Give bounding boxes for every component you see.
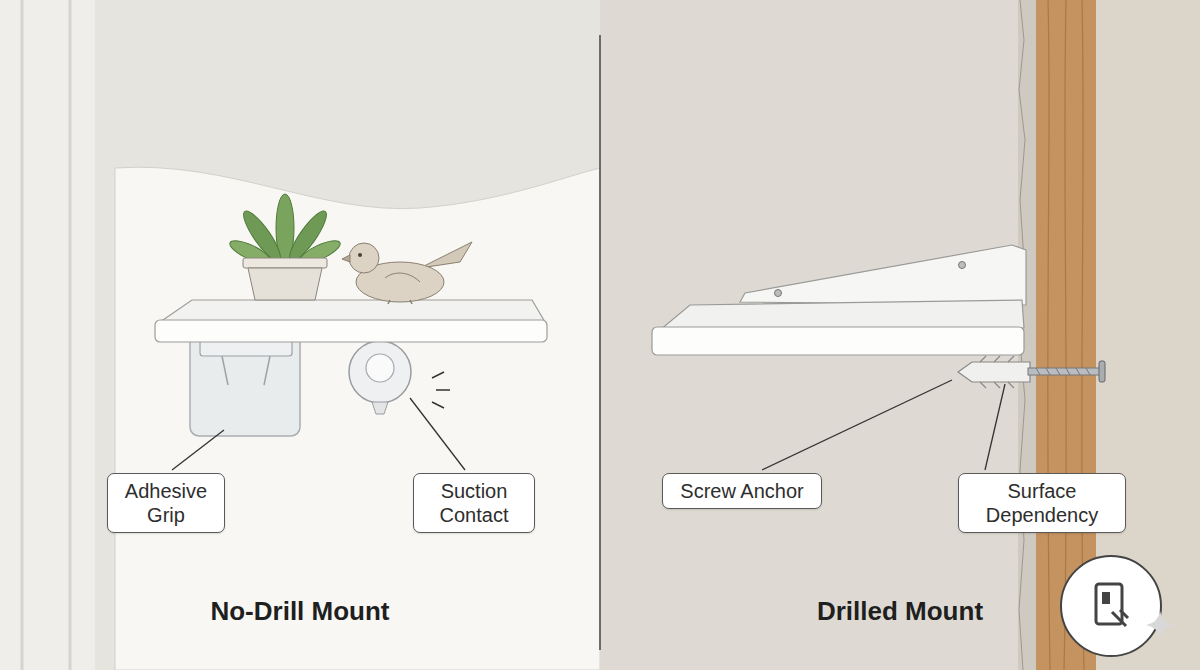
- shelf-top: [660, 300, 1024, 330]
- callout-label: Suction Contact: [424, 479, 524, 527]
- bird-figurine: [342, 242, 472, 304]
- callout-box: Surface Dependency: [958, 473, 1126, 533]
- callout-label: Surface Dependency: [969, 479, 1115, 527]
- leader-line: [172, 430, 224, 470]
- bird-head: [349, 243, 379, 273]
- screw-hole: [959, 262, 966, 269]
- callout-box: Suction Contact: [413, 473, 535, 533]
- adhesive-pad: [190, 328, 300, 436]
- panel-heading: No-Drill Mount: [210, 596, 389, 627]
- bird-beak: [342, 255, 350, 262]
- window-frame: [21, 0, 24, 670]
- anchor-ribs: [980, 356, 1014, 388]
- shelf-front: [652, 327, 1024, 355]
- shelf-top: [160, 300, 545, 322]
- screw-shaft: [1028, 368, 1100, 375]
- callout-box: Adhesive Grip: [107, 473, 225, 533]
- pad-hook: [222, 356, 270, 385]
- screw-head: [1099, 361, 1105, 382]
- back-bracket: [740, 245, 1026, 305]
- logo-icon: [1112, 610, 1128, 626]
- shelf-front: [155, 320, 547, 342]
- suction-cup-center: [366, 354, 394, 382]
- window-light: [0, 0, 95, 670]
- plant-pot: [248, 268, 322, 300]
- succulent-plant: [227, 194, 343, 268]
- callout-label: Adhesive Grip: [118, 479, 214, 527]
- panel-heading: Drilled Mount: [817, 596, 983, 627]
- logo-icon: [1102, 592, 1110, 604]
- leader-line: [410, 398, 465, 470]
- room-background: [0, 0, 600, 670]
- callout-box: Screw Anchor: [662, 473, 822, 509]
- logo-badge: [1061, 556, 1161, 656]
- screw-hole: [775, 290, 782, 297]
- divider-line: [599, 35, 601, 650]
- callout-label: Screw Anchor: [673, 479, 811, 503]
- bird-wing: [385, 273, 420, 282]
- left-wall: [115, 167, 600, 670]
- bird-feet: [388, 300, 412, 304]
- wall-anchor: [958, 362, 1030, 382]
- screw-thread: [1036, 368, 1090, 375]
- window-frame: [69, 0, 72, 670]
- motion-marks: [432, 372, 450, 408]
- suction-cup: [349, 341, 411, 403]
- sparkle-mark: [1146, 611, 1174, 639]
- leader-line: [762, 380, 952, 470]
- leader-line: [985, 384, 1005, 470]
- bird-tail: [420, 242, 472, 268]
- bird-eye: [358, 253, 362, 257]
- pot-rim: [243, 258, 327, 268]
- suction-tab: [372, 402, 388, 414]
